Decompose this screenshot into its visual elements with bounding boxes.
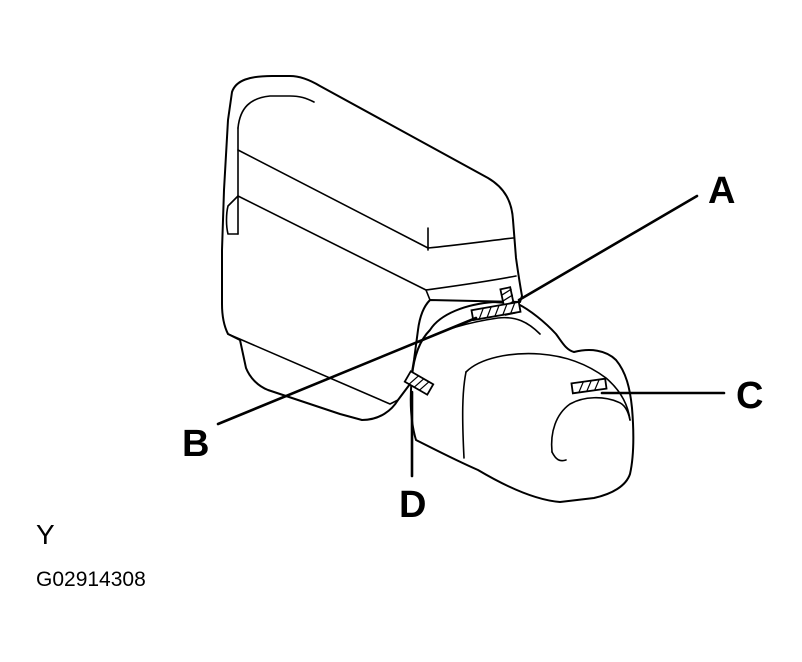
callout-c: C bbox=[736, 375, 763, 417]
upper-housing-band-top bbox=[237, 149, 514, 249]
part-c-strip bbox=[570, 377, 608, 395]
upper-housing-outline bbox=[221, 75, 523, 421]
leader-line-b bbox=[216, 316, 478, 426]
upper-housing-left-bevel bbox=[225, 195, 239, 235]
upper-housing-band-bottom bbox=[237, 195, 517, 291]
callout-a: A bbox=[708, 170, 735, 212]
leader-line-a bbox=[517, 194, 699, 302]
upper-housing bbox=[221, 75, 523, 421]
callout-b: B bbox=[182, 423, 209, 465]
figure-id: G02914308 bbox=[36, 568, 146, 591]
lower-cover-dome-left bbox=[461, 371, 467, 459]
upper-housing-inner-edge bbox=[237, 95, 315, 129]
view-label: Y bbox=[36, 519, 55, 550]
part-b-strip bbox=[470, 300, 522, 322]
callout-d: D bbox=[399, 484, 426, 526]
lower-cover-dome bbox=[465, 352, 631, 421]
lower-cover-face-bottom bbox=[551, 451, 567, 462]
upper-housing-skirt bbox=[227, 333, 399, 405]
lower-cover bbox=[409, 301, 635, 503]
part-d-strip bbox=[403, 370, 435, 396]
lower-cover-face bbox=[550, 396, 631, 453]
upper-housing-lower-edge bbox=[425, 289, 431, 301]
lower-cover-outline bbox=[409, 301, 635, 503]
